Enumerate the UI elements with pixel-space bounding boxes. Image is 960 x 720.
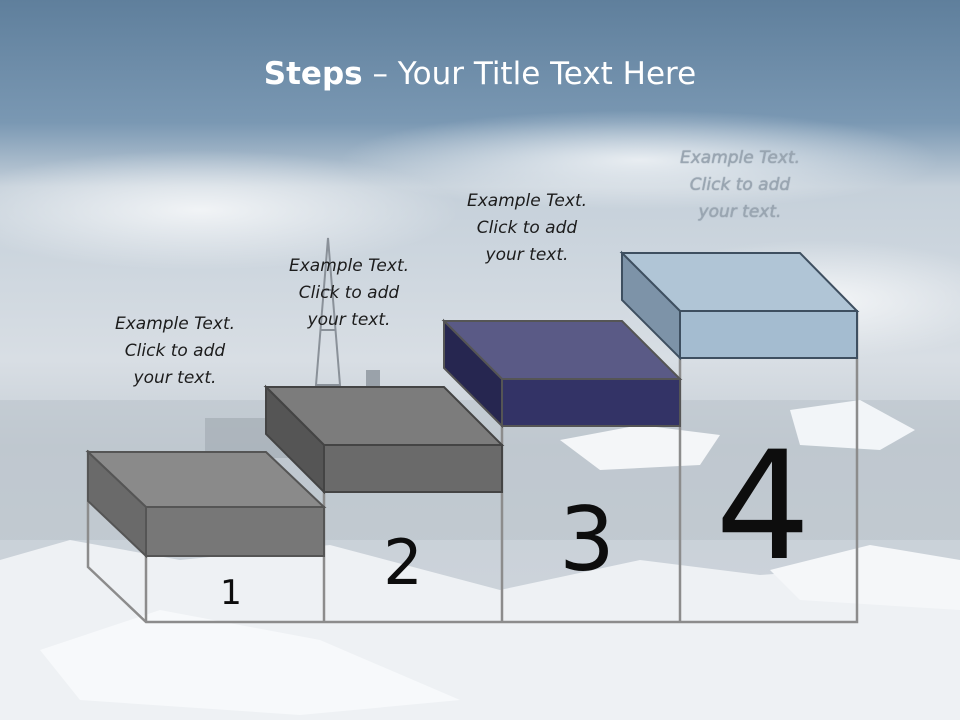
step-2-caption-line-2: Click to add <box>298 283 400 303</box>
step-2-block[interactable] <box>263 384 505 495</box>
step-4-block[interactable] <box>619 250 860 361</box>
step-4-caption-line-1: Example Text. <box>679 148 801 168</box>
step-1-number: 1 <box>220 573 242 613</box>
step-3-caption-line-2: Click to add <box>476 218 578 238</box>
step-1-caption[interactable]: Example Text. Click to add your text. <box>95 311 255 392</box>
step-3-caption-line-3: your text. <box>485 245 569 265</box>
step-1-caption-line-3: your text. <box>133 368 217 388</box>
step-4-number: 4 <box>715 420 810 594</box>
step-3-number: 3 <box>559 488 615 591</box>
step-1-block[interactable] <box>85 449 327 559</box>
step-2-number: 2 <box>383 526 422 599</box>
step-3-caption[interactable]: Example Text. Click to add your text. <box>447 188 607 269</box>
step-1-caption-line-1: Example Text. <box>114 314 236 334</box>
step-4-caption-line-3: your text. <box>698 202 782 222</box>
slide-title-bold: Steps <box>263 56 363 92</box>
step-2-caption-line-3: your text. <box>307 310 391 330</box>
step-4-caption[interactable]: Example Text. Click to add your text. <box>660 145 820 226</box>
slide-title-rest: – Your Title Text Here <box>362 56 697 92</box>
step-2-caption-line-1: Example Text. <box>288 256 410 276</box>
step-3-block[interactable] <box>441 318 683 429</box>
step-2-caption[interactable]: Example Text. Click to add your text. <box>269 253 429 334</box>
step-4-caption-line-2: Click to add <box>689 175 791 195</box>
step-3-caption-line-1: Example Text. <box>466 191 588 211</box>
step-1-caption-line-2: Click to add <box>124 341 226 361</box>
slide-title[interactable]: Steps – Your Title Text Here <box>0 52 960 96</box>
